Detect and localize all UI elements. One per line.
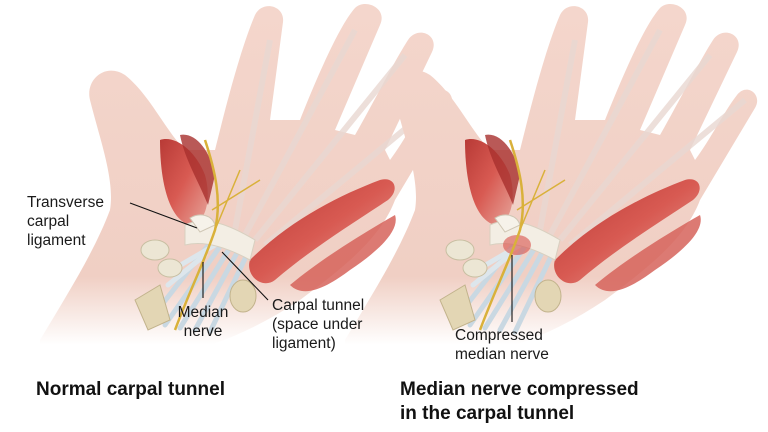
label-compressed-median-nerve: Compressed median nerve xyxy=(455,327,549,363)
compressed-median-nerve xyxy=(478,139,525,331)
title-median-nerve-compressed: Median nerve compressed in the carpal tu… xyxy=(400,379,639,424)
ligament-leader xyxy=(129,202,198,229)
median-nerve xyxy=(173,139,220,331)
tunnel-leader xyxy=(221,251,269,301)
label-carpal-tunnel: Carpal tunnel (space under ligament) xyxy=(272,297,365,352)
label-transverse-carpal-ligament: Transverse carpal ligament xyxy=(27,194,104,249)
label-median-nerve: Median nerve xyxy=(177,304,229,340)
compression-site xyxy=(503,235,531,255)
title-normal-carpal-tunnel: Normal carpal tunnel xyxy=(36,379,225,400)
